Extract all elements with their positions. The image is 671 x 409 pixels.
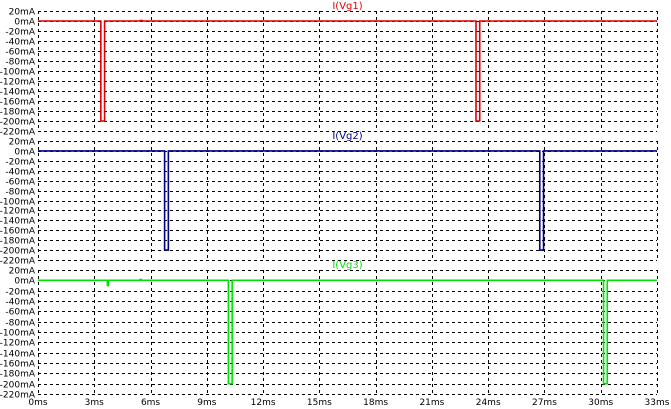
x-tick-label-33: 33ms xyxy=(645,398,670,408)
y-tick-label-3-3: -40mA xyxy=(5,298,35,308)
y-tick-label-1-4: -60mA xyxy=(5,48,35,58)
trace-line-2 xyxy=(38,150,657,251)
y-tick-label-3-12: -220mA xyxy=(0,391,36,401)
y-tick-label-3-1: 0mA xyxy=(14,277,35,287)
y-tick-label-1-0: 20mA xyxy=(9,8,36,18)
y-tick-label-1-6: -100mA xyxy=(0,68,36,78)
y-tick-label-3-11: -200mA xyxy=(0,381,36,391)
x-tick-label-27: 27ms xyxy=(532,398,557,408)
y-tick-label-2-4: -60mA xyxy=(5,178,35,188)
y-tick-label-2-2: -20mA xyxy=(5,158,35,168)
y-tick-label-1-3: -40mA xyxy=(5,38,35,48)
x-tick-label-3: 3ms xyxy=(85,398,104,408)
x-tick-label-6: 6ms xyxy=(141,398,160,408)
x-tick-label-18: 18ms xyxy=(363,398,388,408)
panel-title-2: I(Vg2) xyxy=(332,131,362,142)
x-tick-label-21: 21ms xyxy=(419,398,444,408)
y-tick-label-1-5: -80mA xyxy=(5,58,35,68)
y-tick-label-2-8: -140mA xyxy=(0,217,36,227)
y-tick-label-1-1: 0mA xyxy=(14,18,35,28)
y-tick-label-2-5: -80mA xyxy=(5,188,35,198)
y-tick-label-1-9: -160mA xyxy=(0,98,36,108)
y-tick-label-2-6: -100mA xyxy=(0,198,36,208)
y-tick-label-3-10: -180mA xyxy=(0,370,36,380)
x-tick-label-0: 0ms xyxy=(28,398,47,408)
y-tick-label-2-3: -40mA xyxy=(5,168,35,178)
y-tick-label-2-0: 20mA xyxy=(9,138,36,148)
y-tick-label-1-7: -120mA xyxy=(0,78,36,88)
x-tick-label-9: 9ms xyxy=(197,398,216,408)
trace-line-3 xyxy=(38,278,657,385)
trace-line-1 xyxy=(38,19,657,122)
x-tick-label-15: 15ms xyxy=(307,398,332,408)
x-tick-label-30: 30ms xyxy=(588,398,613,408)
y-tick-label-2-9: -160mA xyxy=(0,227,36,237)
y-tick-label-1-12: -220mA xyxy=(0,128,36,138)
y-tick-label-1-8: -140mA xyxy=(0,88,36,98)
y-tick-label-3-5: -80mA xyxy=(5,319,35,329)
x-tick-label-24: 24ms xyxy=(476,398,501,408)
y-tick-label-2-12: -220mA xyxy=(0,257,36,267)
y-tick-label-2-11: -200mA xyxy=(0,247,36,257)
y-tick-label-3-8: -140mA xyxy=(0,350,36,360)
y-tick-label-2-7: -120mA xyxy=(0,207,36,217)
y-tick-label-3-2: -20mA xyxy=(5,288,35,298)
y-tick-label-3-4: -60mA xyxy=(5,308,35,318)
y-tick-label-2-1: 0mA xyxy=(14,148,35,158)
y-tick-label-3-9: -160mA xyxy=(0,360,36,370)
y-tick-label-1-2: -20mA xyxy=(5,28,35,38)
panel-title-3: I(Vg3) xyxy=(332,260,362,271)
y-tick-label-1-10: -180mA xyxy=(0,108,36,118)
y-tick-label-1-11: -200mA xyxy=(0,118,36,128)
x-tick-label-12: 12ms xyxy=(251,398,276,408)
y-tick-label-3-7: -120mA xyxy=(0,339,36,349)
y-tick-label-3-6: -100mA xyxy=(0,329,36,339)
panel-title-1: I(Vg1) xyxy=(332,1,362,12)
y-tick-label-3-0: 20mA xyxy=(9,267,36,277)
y-tick-label-2-10: -180mA xyxy=(0,237,36,247)
